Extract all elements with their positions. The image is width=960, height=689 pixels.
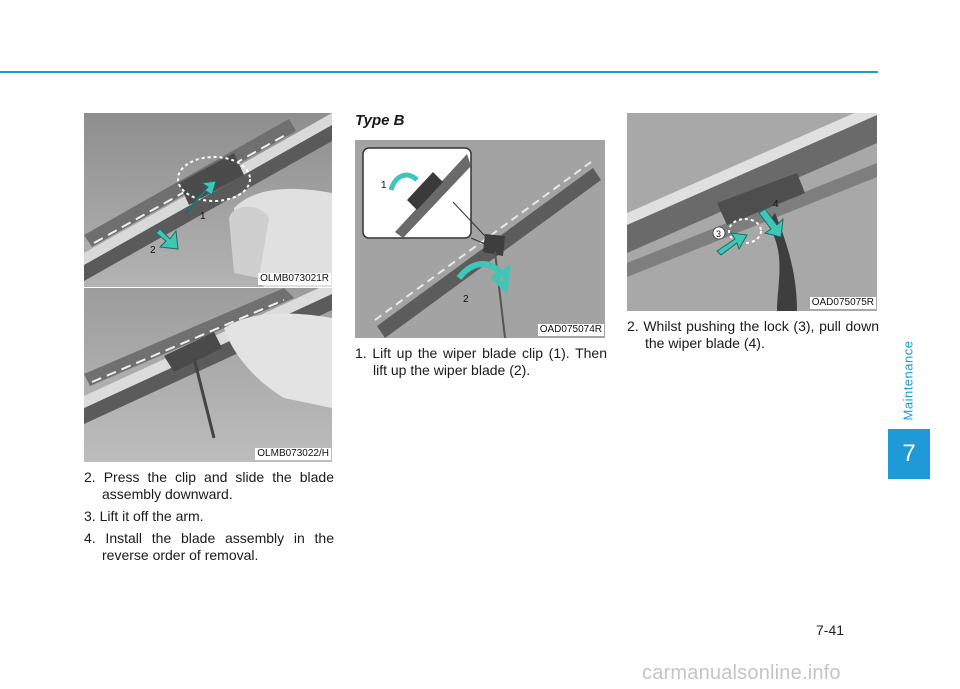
type-heading: Type B	[355, 112, 405, 129]
callout-3: 3	[716, 229, 721, 239]
figure-code: OAD075075R	[809, 297, 876, 309]
wiper-illustration: 1 2	[84, 113, 332, 287]
step-text: 3. Lift it off the arm.	[84, 508, 204, 524]
right-steps: 2. Whilst pushing the lock (3), pull dow…	[627, 318, 879, 357]
callout-1: 1	[381, 180, 387, 191]
chapter-tab: 7	[888, 429, 930, 479]
step-text: 1. Lift up the wiper blade clip (1). The…	[355, 345, 607, 378]
figure-code: OLMB073021R	[258, 273, 331, 285]
middle-steps: 1. Lift up the wiper blade clip (1). The…	[355, 345, 607, 384]
figure-type-b-clip: 1 2 OAD075074R	[355, 140, 605, 338]
callout-2: 2	[150, 245, 156, 256]
step-text: 2. Whilst pushing the lock (3), pull dow…	[627, 318, 879, 351]
figure-code: OLMB073022/H	[255, 448, 331, 460]
step-text: 4. Install the blade assembly in the rev…	[84, 530, 334, 563]
page-number: 7-41	[816, 622, 845, 638]
wiper-illustration: 1 2	[355, 140, 605, 338]
figure-blade-clip-press: 1 2 OLMB073021R	[84, 113, 332, 287]
figure-type-b-lock: 3 4 OAD075075R	[627, 113, 877, 311]
callout-2: 2	[463, 294, 469, 305]
wiper-illustration	[84, 288, 332, 462]
watermark: carmanualsonline.info	[642, 662, 841, 684]
header-rule	[0, 71, 878, 73]
section-label-text: Maintenance	[900, 340, 916, 420]
callout-4: 4	[773, 199, 779, 210]
section-label: Maintenance	[893, 330, 923, 430]
figure-blade-slide-down: OLMB073022/H	[84, 288, 332, 462]
wiper-illustration: 3 4	[627, 113, 877, 311]
callout-1: 1	[200, 211, 206, 222]
left-steps: 2. Press the clip and slide the blade as…	[84, 469, 334, 569]
step-text: 2. Press the clip and slide the blade as…	[84, 469, 334, 502]
figure-code: OAD075074R	[537, 324, 604, 336]
